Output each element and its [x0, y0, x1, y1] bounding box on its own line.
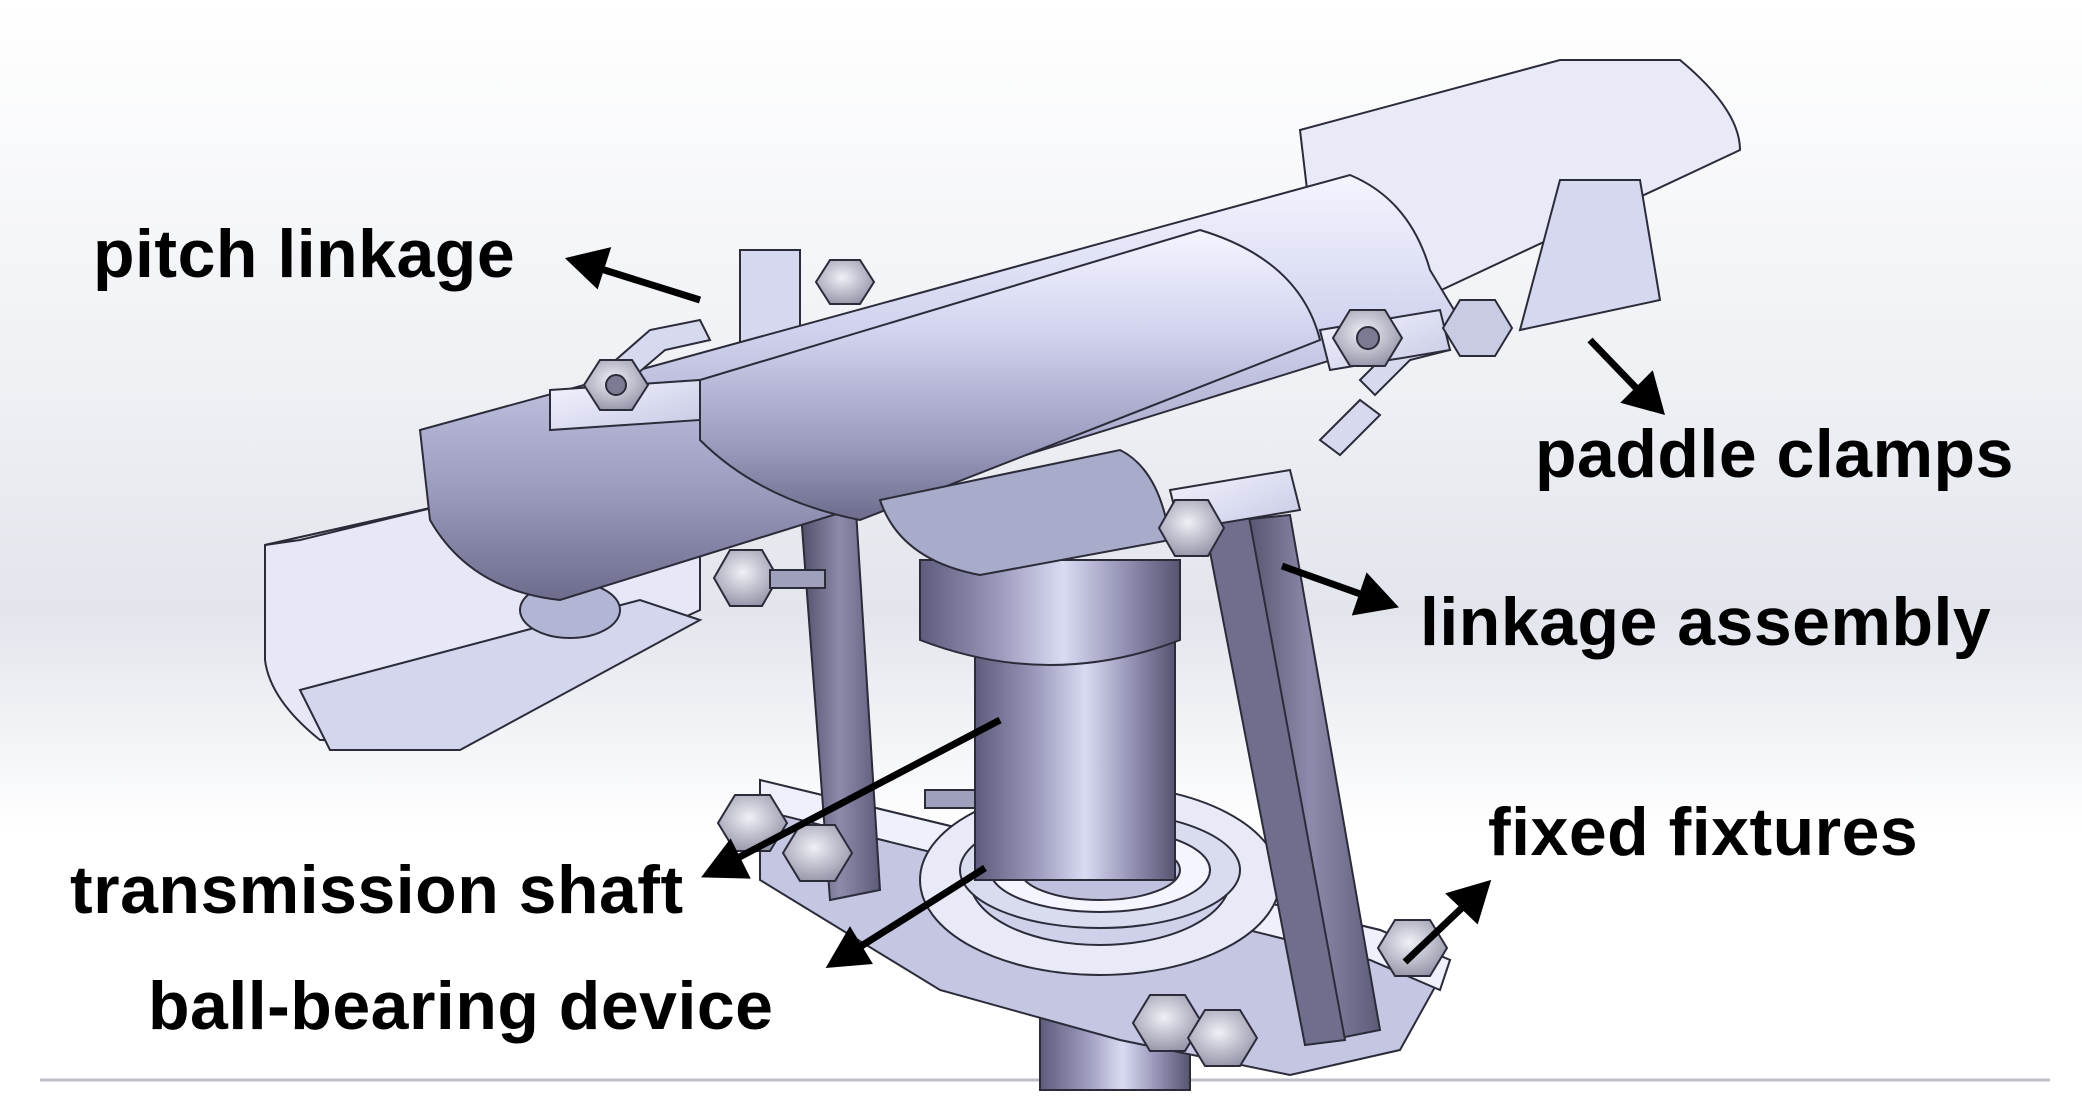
nut-fixture-right-2 [1186, 1009, 1259, 1067]
arrow-ball-bearing-device [853, 865, 987, 953]
nut-fixture-left-2 [781, 824, 854, 882]
linkage-bars [739, 249, 1382, 1047]
nut-top-bar [814, 259, 876, 305]
label-paddle-clamps: paddle clamps [1535, 416, 2014, 492]
nut-fixture-left-1 [716, 794, 789, 852]
arrow-pitch-linkage [596, 264, 702, 304]
arrow-paddle-clamps [1587, 337, 1643, 395]
bolt-left-mid [769, 569, 826, 589]
nut-fixture-right-1 [1131, 994, 1204, 1052]
label-transmission-shaft: transmission shaft [70, 852, 684, 928]
nuts [582, 259, 1514, 1067]
arrow-fixed-fixtures [1402, 901, 1469, 965]
nut-side-right [1441, 299, 1514, 357]
callout-arrows [564, 247, 1665, 969]
arrow-transmission-shaft [728, 716, 1002, 866]
arrow-linkage-assembly [1280, 562, 1368, 600]
label-pitch-linkage: pitch linkage [93, 216, 516, 292]
label-ball-bearing-device: ball-bearing device [148, 968, 774, 1044]
label-fixed-fixtures: fixed fixtures [1488, 794, 1919, 870]
transmission-shaft [919, 559, 1181, 881]
hub-cylinder [418, 173, 1462, 602]
bolt-fixture-left [924, 789, 976, 809]
nut-left-mid [712, 549, 780, 607]
label-linkage-assembly: linkage assembly [1420, 584, 1992, 660]
nut-link-right [1157, 499, 1226, 557]
